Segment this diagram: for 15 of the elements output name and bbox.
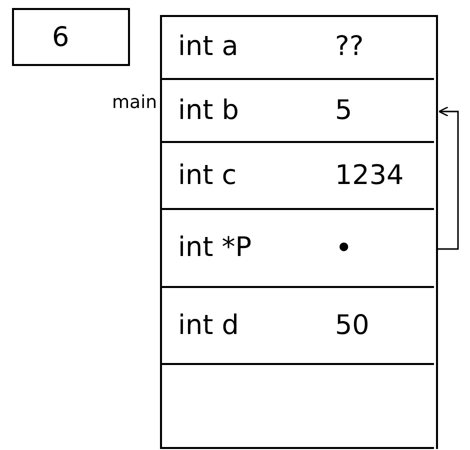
stack-frame [160,15,438,449]
frame-label: main [112,94,157,112]
variable-declaration: int d [178,312,239,338]
value-text: 5 [335,96,352,124]
variable-declaration: int c [178,162,237,188]
variable-declaration: int b [178,96,239,124]
variable-declaration: int a [178,32,238,60]
variable-declaration: int *P [178,234,252,261]
pointer-arrow [436,106,459,250]
value-text: ?? [335,32,364,60]
value-text: 50 [335,312,370,338]
pointer-dot: • [335,234,353,264]
value-text: 1234 [335,162,404,188]
value-box [12,8,130,66]
value-text: 6 [52,24,70,51]
